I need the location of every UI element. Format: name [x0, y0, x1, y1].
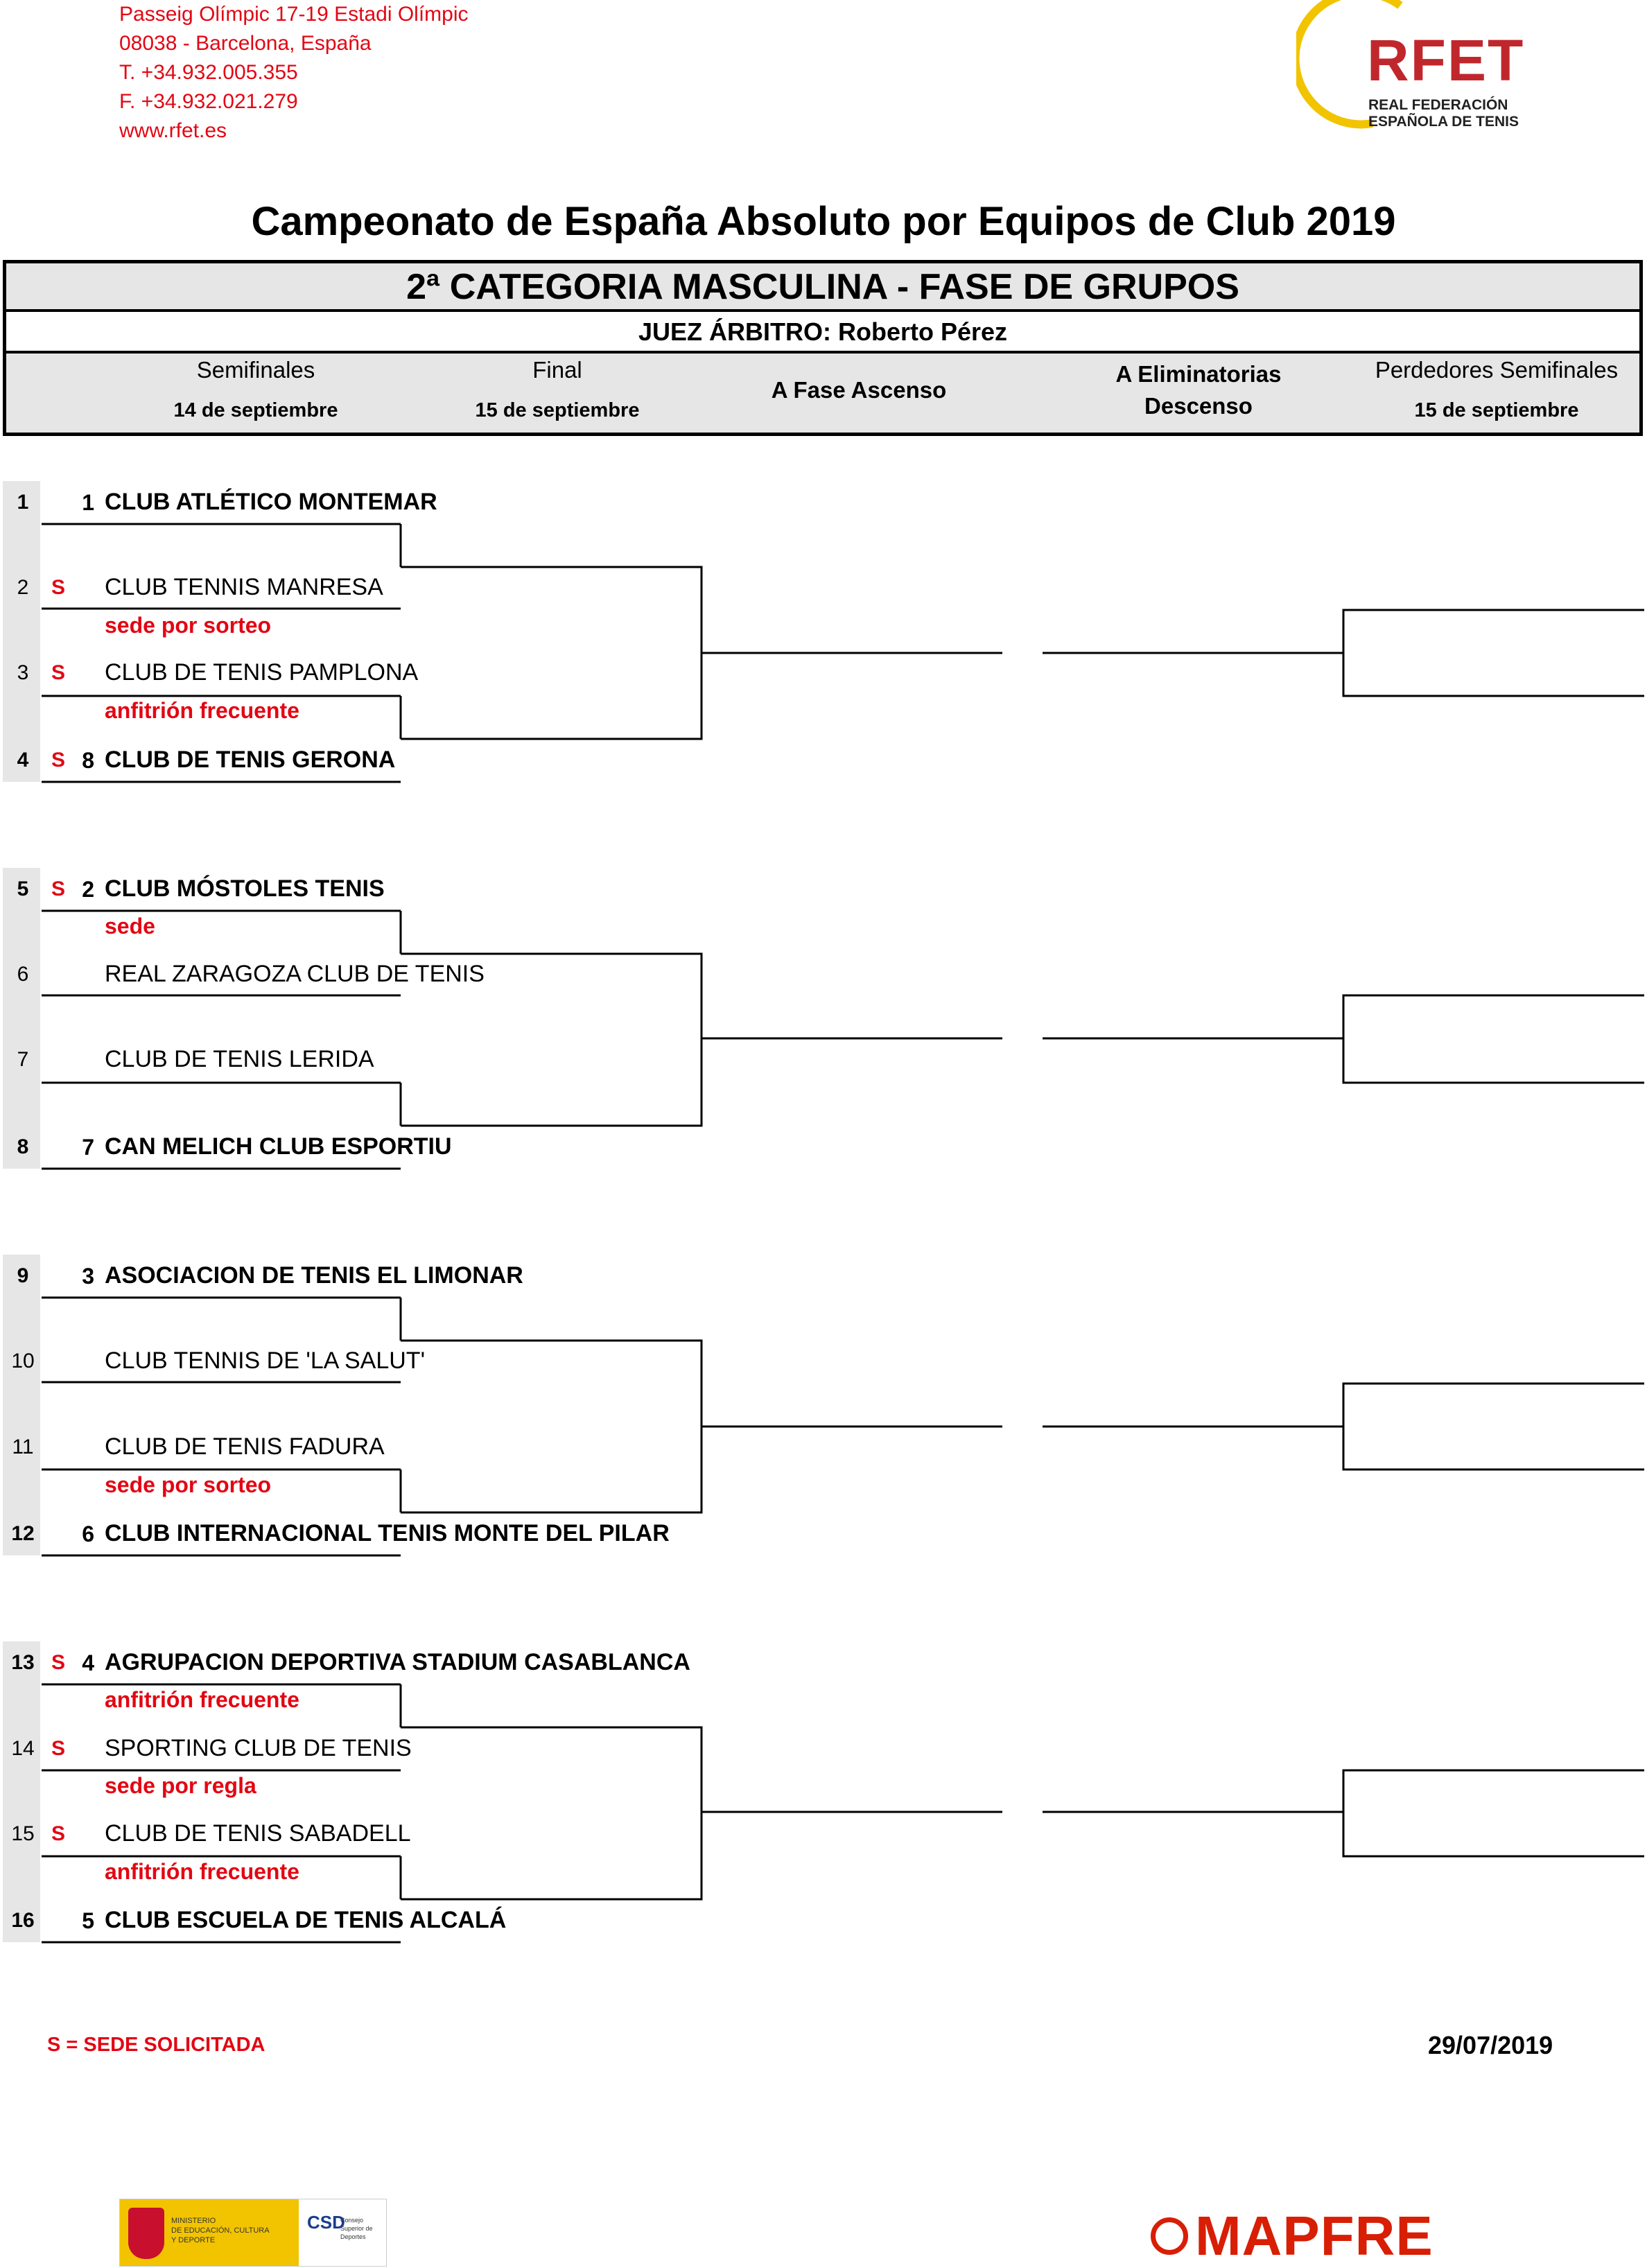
club-name: CLUB DE TENIS FADURA [105, 1433, 385, 1460]
mapfre-logo: MAPFRE [1151, 2204, 1434, 2268]
club-name: CLUB TENNIS MANRESA [105, 574, 383, 600]
sede-flag: S [51, 1737, 66, 1760]
draw-position: 2 [17, 576, 29, 599]
sede-note: anfitrión frecuente [105, 1687, 299, 1712]
draw-position: 1 [17, 491, 29, 514]
mapfre-wordmark: MAPFRE [1195, 2205, 1434, 2267]
sede-note: anfitrión frecuente [105, 1859, 299, 1884]
sede-note: sede por sorteo [105, 1472, 272, 1497]
sede-note: sede por regla [105, 1773, 256, 1798]
sede-flag: S [51, 1651, 66, 1674]
sede-flag: S [51, 661, 66, 684]
column-perdedores: Perdedores Semifinales 15 de septiembre [1375, 357, 1619, 421]
sede-legend: S = SEDE SOLICITADA [47, 2034, 265, 2056]
seed-number: 2 [82, 877, 94, 902]
csd-text: Consejo Superior de Deportes [340, 2217, 373, 2240]
seed-number: 3 [82, 1264, 94, 1289]
club-name: ASOCIACION DE TENIS EL LIMONAR [105, 1262, 523, 1289]
coat-of-arms-icon [128, 2208, 164, 2259]
sede-note: anfitrión frecuente [105, 698, 299, 723]
seed-number: 5 [82, 1908, 94, 1933]
column-final: Final 15 de septiembre [475, 357, 640, 421]
draw-position: 13 [11, 1651, 35, 1674]
mapfre-emblem-icon [1151, 2217, 1188, 2255]
group-number-column [3, 868, 40, 1169]
sede-flag: S [51, 749, 66, 771]
column-ascenso: A Fase Ascenso [771, 377, 947, 403]
draw-position: 4 [17, 749, 29, 771]
seed-number: 1 [82, 490, 94, 515]
draw-position: 7 [17, 1048, 29, 1071]
seed-number: 8 [82, 748, 94, 773]
csd-logo: CSD [307, 2212, 345, 2233]
draw-position: 11 [12, 1436, 34, 1458]
draw-position: 14 [11, 1737, 35, 1760]
club-name: CLUB INTERNACIONAL TENIS MONTE DEL PILAR [105, 1520, 670, 1546]
ministerio-text: MINISTERIO DE EDUCACIÓN, CULTURA Y DEPOR… [171, 2217, 270, 2244]
phone-line: T. +34.932.005.355 [119, 61, 298, 84]
group-number-column [3, 481, 40, 782]
seed-number: 7 [82, 1135, 94, 1160]
draw-position: 3 [17, 661, 29, 684]
sede-flag: S [51, 576, 66, 599]
referee-line: JUEZ ÁRBITRO: Roberto Pérez [6, 312, 1639, 354]
group-number-column [3, 1641, 40, 1942]
column-semis: Semifinales 14 de septiembre [173, 357, 338, 421]
draw-header: 2ª CATEGORIA MASCULINA - FASE DE GRUPOS … [3, 260, 1643, 436]
club-name: CLUB MÓSTOLES TENIS [105, 875, 385, 902]
page-title: Campeonato de España Absoluto por Equipo… [251, 199, 1396, 244]
address-line: Passeig Olímpic 17-19 Estadi Olímpic [119, 3, 469, 26]
group-number-column [3, 1255, 40, 1555]
club-name: CLUB DE TENIS PAMPLONA [105, 659, 419, 686]
sede-flag: S [51, 878, 66, 900]
rfet-logo-text: REAL FEDERACIÓN ESPAÑOLA DE TENIS [1368, 97, 1519, 130]
federation-address: Passeig Olímpic 17-19 Estadi Olímpic 080… [119, 0, 469, 146]
club-name: CLUB DE TENIS LERIDA [105, 1046, 374, 1072]
draw-position: 9 [17, 1264, 29, 1287]
club-name: SPORTING CLUB DE TENIS [105, 1735, 412, 1761]
club-name: CLUB DE TENIS GERONA [105, 747, 396, 773]
draw-position: 5 [17, 878, 29, 900]
sede-note: sede [105, 914, 155, 939]
seed-number: 6 [82, 1521, 94, 1546]
document-date: 29/07/2019 [1428, 2031, 1553, 2059]
draw-position: 8 [17, 1135, 29, 1158]
draw-position: 6 [17, 963, 29, 986]
seed-number: 4 [82, 1650, 94, 1675]
rfet-logo-mark: RFET [1367, 28, 1525, 93]
club-name: REAL ZARAGOZA CLUB DE TENIS [105, 961, 485, 987]
address-line: 08038 - Barcelona, España [119, 32, 372, 55]
club-name: CAN MELICH CLUB ESPORTIU [105, 1133, 452, 1160]
draw-position: 16 [11, 1909, 35, 1932]
draw-position: 15 [11, 1822, 35, 1845]
tennis-ball-arc-icon [1296, 0, 1403, 129]
club-name: CLUB ESCUELA DE TENIS ALCALÁ [105, 1907, 507, 1933]
draw-position: 10 [11, 1350, 35, 1372]
sede-flag: S [51, 1822, 66, 1845]
category-title: 2ª CATEGORIA MASCULINA - FASE DE GRUPOS [6, 263, 1639, 312]
draw-position: 12 [11, 1522, 35, 1545]
fax-line: F. +34.932.021.279 [119, 90, 298, 113]
website-link[interactable]: www.rfet.es [119, 119, 227, 142]
club-name: CLUB DE TENIS SABADELL [105, 1820, 411, 1847]
ministerio-logo: MINISTERIO DE EDUCACIÓN, CULTURA Y DEPOR… [119, 2199, 387, 2267]
club-name: AGRUPACION DEPORTIVA STADIUM CASABLANCA [105, 1649, 690, 1675]
club-name: CLUB ATLÉTICO MONTEMAR [105, 489, 437, 515]
club-name: CLUB TENNIS DE 'LA SALUT' [105, 1347, 426, 1374]
sede-note: sede por sorteo [105, 613, 272, 638]
rfet-logo: RFET REAL FEDERACIÓN ESPAÑOLA DE TENIS [1296, 0, 1546, 132]
column-descenso: A Eliminatorias Descenso [1115, 361, 1282, 419]
